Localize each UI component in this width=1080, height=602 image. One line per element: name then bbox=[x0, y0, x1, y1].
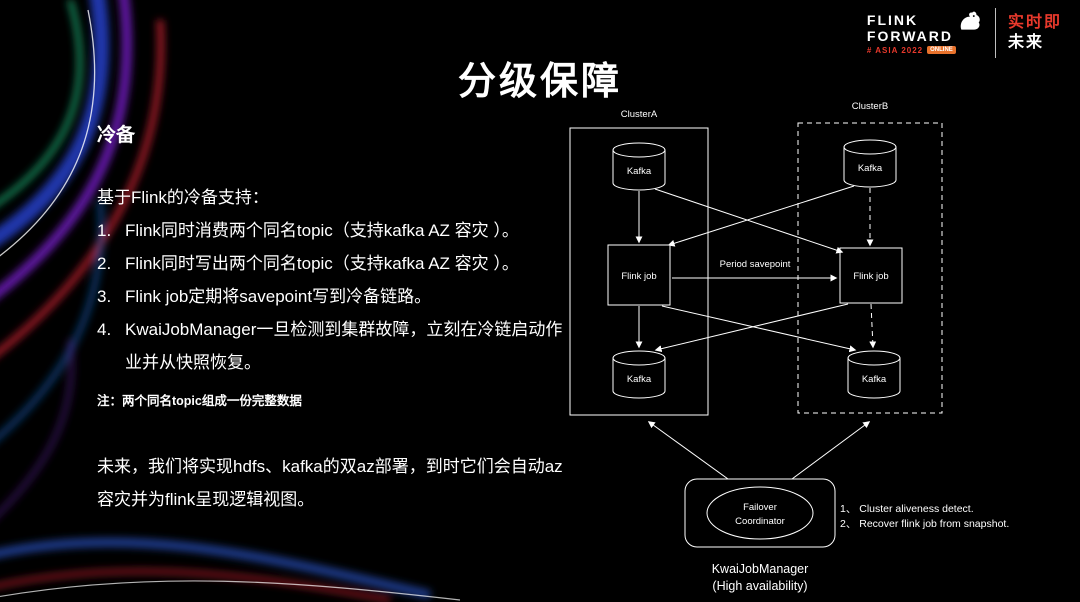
diagram-note-1: 1、 Cluster aliveness detect. bbox=[840, 503, 974, 515]
brand-block: FLINK FORWARD # ASIA 2022 ONLINE bbox=[866, 9, 983, 55]
kafka-b-bottom-label: Kafka bbox=[862, 374, 887, 385]
tagline-block: 实时即 未来 bbox=[1008, 13, 1062, 53]
cluster-a-box bbox=[569, 127, 709, 416]
kafka-b-top-label: Kafka bbox=[858, 163, 883, 174]
arrow-kafka-b-to-flink-a bbox=[667, 185, 855, 247]
flink-job-b-label: Flink job bbox=[853, 271, 888, 282]
flink-job-b-box bbox=[839, 247, 903, 304]
coordinator-label-line2: Coordinator bbox=[735, 516, 785, 527]
page-title: 分级保障 bbox=[457, 61, 622, 103]
kafka-a-top-cylinder: Kafka bbox=[612, 142, 666, 191]
list-item-text: KwaiJobManager一旦检测到集群故障，立刻在冷链启动作业并从快照恢复。 bbox=[125, 320, 563, 372]
feature-list: 1. Flink同时消费两个同名topic（支持kafka AZ 容灾 ）。 2… bbox=[97, 214, 569, 379]
brand-flink-text: FLINK bbox=[866, 11, 919, 28]
kafka-a-top-label: Kafka bbox=[627, 166, 652, 177]
list-item: 1. Flink同时消费两个同名topic（支持kafka AZ 容灾 ）。 bbox=[97, 214, 569, 247]
manager-caption-line1: KwaiJobManager bbox=[712, 562, 809, 576]
flink-squirrel-icon bbox=[957, 9, 983, 35]
list-item-number: 1. bbox=[97, 221, 112, 240]
brand-asia-2022-text: # ASIA 2022 bbox=[866, 45, 924, 55]
note-text: 注：两个同名topic组成一份完整数据 bbox=[97, 394, 302, 408]
logo-divider bbox=[994, 8, 996, 58]
list-item-number: 2. bbox=[97, 254, 112, 273]
tagline-line1: 实时即 bbox=[1007, 14, 1062, 31]
intro-text: 基于Flink的冷备支持： bbox=[97, 188, 269, 207]
list-item: 4. KwaiJobManager一旦检测到集群故障，立刻在冷链启动作业并从快照… bbox=[97, 313, 569, 379]
flink-job-a-label: Flink job bbox=[621, 271, 656, 282]
architecture-diagram: ClusterA ClusterB Kafka Kafka Flink job … bbox=[569, 101, 1009, 593]
brand-forward-text: FORWARD bbox=[866, 27, 953, 44]
arrow-flink-b-to-kafka-b bbox=[869, 303, 877, 349]
kafka-b-bottom-cylinder: Kafka bbox=[847, 350, 901, 399]
period-savepoint-label: Period savepoint bbox=[720, 259, 791, 270]
online-badge: ONLINE bbox=[927, 46, 956, 54]
flink-forward-logo: FLINK FORWARD # ASIA 2022 ONLINE 实时即 未来 bbox=[867, 8, 1062, 58]
cluster-a-label: ClusterA bbox=[621, 109, 658, 120]
arrow-flink-a-to-kafka-b bbox=[661, 305, 857, 353]
kafka-b-top-cylinder: Kafka bbox=[843, 139, 897, 188]
flink-job-a-box bbox=[607, 244, 671, 306]
arrow-kafka-a-to-flink-b bbox=[654, 188, 844, 254]
arrow-coordinator-to-cluster-a bbox=[647, 421, 729, 480]
future-text: 未来，我们将实现hdfs、kafka的双az部署，到时它们会自动az容灾并为fl… bbox=[97, 457, 563, 509]
failover-coordinator: Failover Coordinator bbox=[684, 478, 836, 548]
arrow-coordinator-to-cluster-b bbox=[791, 421, 871, 480]
list-item-number: 4. bbox=[97, 320, 112, 339]
list-item-number: 3. bbox=[97, 287, 112, 306]
kafka-a-bottom-label: Kafka bbox=[627, 374, 652, 385]
list-item-text: Flink job定期将savepoint写到冷备链路。 bbox=[125, 287, 432, 306]
coordinator-label-line1: Failover bbox=[743, 502, 777, 513]
tagline-line2: 未来 bbox=[1007, 34, 1044, 51]
list-item: 3. Flink job定期将savepoint写到冷备链路。 bbox=[97, 280, 569, 313]
cluster-b-label: ClusterB bbox=[852, 101, 888, 112]
list-item: 2. Flink同时写出两个同名topic（支持kafka AZ 容灾 ）。 bbox=[97, 247, 569, 280]
diagram-note-2: 2、 Recover flink job from snapshot. bbox=[840, 518, 1009, 530]
manager-caption-line2: (High availability) bbox=[712, 579, 807, 593]
section-heading: 冷备 bbox=[97, 125, 136, 146]
cluster-b-box bbox=[797, 122, 943, 414]
arrow-flink-b-to-kafka-a bbox=[654, 303, 849, 353]
list-item-text: Flink同时消费两个同名topic（支持kafka AZ 容灾 ）。 bbox=[125, 221, 519, 240]
list-item-text: Flink同时写出两个同名topic（支持kafka AZ 容灾 ）。 bbox=[125, 254, 519, 273]
kafka-a-bottom-cylinder: Kafka bbox=[612, 350, 666, 399]
